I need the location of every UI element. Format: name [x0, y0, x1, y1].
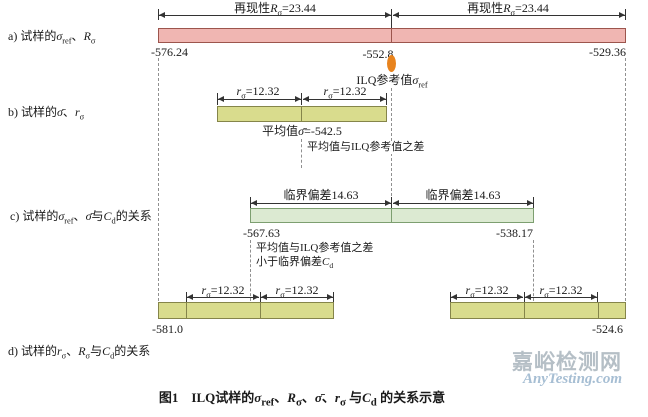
reproducibility-left-label: 再现性Rσ=23.44 — [234, 1, 316, 18]
critical-deviation-left-arrow — [251, 200, 391, 206]
watermark-site-name: 嘉峪检测网 — [512, 350, 622, 374]
tick — [597, 292, 598, 302]
mean-dashed-line — [301, 139, 302, 168]
d-right-r2-arrow — [525, 294, 597, 300]
section-b-row-label: b) 试样的σ̄、rσ — [8, 105, 85, 122]
section-d-row-label: d) 试样的rσ、Rσ与Cd的关系 — [8, 344, 151, 361]
bar-divider — [186, 302, 187, 319]
section-a-row-label: a) 试样的σref、Rσ — [8, 29, 96, 46]
tick — [158, 9, 159, 20]
value-d-right: -524.6 — [592, 322, 623, 336]
tick — [301, 93, 302, 105]
d-left-range-bar — [158, 302, 334, 319]
tick — [260, 292, 261, 302]
d-left-r2-label: rσ=12.32 — [275, 283, 319, 300]
c-right-dashed-line — [533, 240, 534, 301]
tick — [524, 292, 525, 302]
r-sigma-right-label: rσ=12.32 — [323, 84, 367, 101]
ilq-reference-label: ILQ参考值σref — [356, 73, 428, 90]
tick — [186, 292, 187, 302]
watermark-site-url: AnyTesting.com — [522, 371, 622, 387]
critical-deviation-right-arrow — [393, 200, 533, 206]
r-sigma-left-label: rσ=12.32 — [236, 84, 280, 101]
reference-marker-ellipse — [387, 55, 396, 72]
d-left-r2-arrow — [261, 294, 333, 300]
reproducibility-right-label: 再现性Rσ=23.44 — [467, 1, 549, 18]
bar-divider — [260, 302, 261, 319]
r-sigma-left-arrow — [218, 96, 301, 102]
mean-range-bar — [217, 106, 387, 122]
r-sigma-right-arrow — [303, 96, 386, 102]
value-a-center: -552.8 — [362, 47, 394, 61]
bar-divider — [391, 28, 392, 43]
bar-divider — [524, 302, 525, 319]
value-c-left: -567.63 — [243, 226, 280, 240]
section-c-row-label: c) 试样的σref、σ̄与Cd的关系 — [8, 209, 154, 226]
tick — [625, 9, 626, 20]
critical-range-bar — [250, 208, 534, 223]
tick — [386, 93, 387, 105]
tick — [217, 93, 218, 105]
value-d-left: -581.0 — [152, 322, 183, 336]
tick — [391, 9, 392, 28]
outer-left-dashed-line — [158, 58, 159, 301]
reproducibility-left-arrow — [159, 12, 391, 18]
d-left-r1-label: rσ=12.32 — [201, 283, 245, 300]
bar-divider — [598, 302, 599, 319]
tick — [250, 197, 251, 208]
value-a-right: -529.36 — [589, 45, 626, 59]
critical-deviation-right-label: 临界偏差14.63 — [425, 188, 501, 202]
d-right-range-bar — [450, 302, 626, 319]
d-right-r1-label: rσ=12.32 — [465, 283, 509, 300]
tick — [391, 197, 392, 208]
mean-ref-difference-label: 平均值与ILQ参考值之差 — [305, 141, 427, 155]
d-right-r1-arrow — [451, 294, 523, 300]
sigma-ref-range-bar — [158, 28, 626, 43]
note-line2: 小于临界偏差Cd — [254, 256, 336, 271]
value-c-right: -538.17 — [496, 226, 533, 240]
bar-divider — [301, 106, 302, 122]
outer-right-dashed-line — [625, 58, 626, 301]
tick — [333, 292, 334, 302]
value-a-left: -576.24 — [151, 45, 188, 59]
c-left-dashed-line — [250, 240, 251, 301]
critical-deviation-left-label: 临界偏差14.63 — [283, 188, 359, 202]
d-right-r2-label: rσ=12.32 — [539, 283, 583, 300]
mean-value-label: 平均值σ̄=-542.5 — [262, 124, 342, 138]
tick — [450, 292, 451, 302]
bar-divider — [391, 208, 392, 223]
tick — [533, 197, 534, 208]
figure-caption: 图1 ILQ试样的σref、Rσ、σ̄、rσ 与Cd 的关系示意 — [158, 390, 446, 409]
d-left-r1-arrow — [187, 294, 259, 300]
reproducibility-right-arrow — [393, 12, 625, 18]
note-line1: 平均值与ILQ参考值之差 — [254, 242, 376, 256]
